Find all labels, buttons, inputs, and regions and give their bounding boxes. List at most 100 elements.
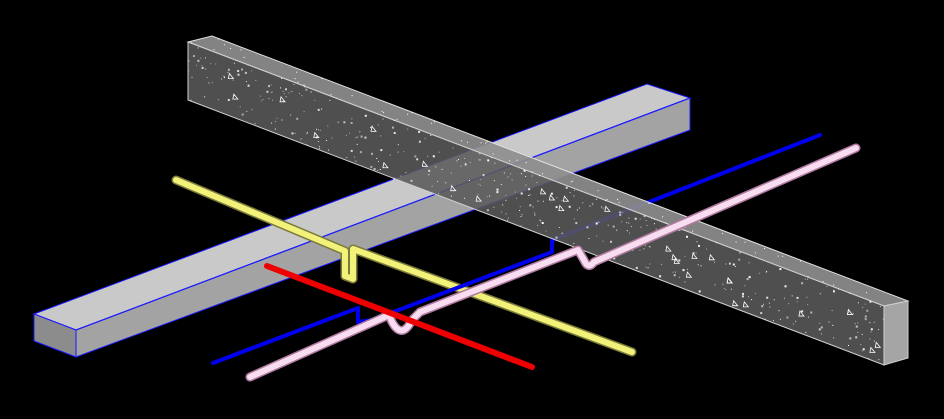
speckle	[561, 200, 563, 202]
speckle	[591, 202, 593, 204]
speckle	[201, 65, 203, 67]
speckle	[321, 78, 323, 79]
speckle	[630, 226, 632, 228]
speckle	[201, 66, 204, 69]
speckle	[285, 96, 287, 98]
speckle	[381, 110, 383, 112]
speckle	[416, 158, 419, 161]
speckle	[282, 90, 284, 92]
speckle-triangle	[421, 160, 429, 167]
speckle	[239, 106, 241, 108]
speckle	[826, 285, 828, 287]
pink-pipe	[245, 143, 861, 382]
speckle	[493, 206, 495, 208]
speckle	[317, 108, 320, 111]
speckle	[396, 118, 398, 120]
speckle	[502, 204, 504, 206]
speckle	[833, 284, 835, 286]
speckle	[595, 198, 597, 200]
speckle	[377, 169, 379, 171]
speckle	[659, 276, 661, 278]
speckle	[432, 155, 435, 158]
speckle	[714, 261, 716, 263]
speckle	[616, 229, 618, 231]
speckle-triangle	[313, 131, 320, 139]
speckle	[304, 86, 306, 88]
speckle	[610, 240, 612, 243]
speckle	[561, 232, 563, 234]
speckle	[461, 140, 463, 142]
speckle	[197, 47, 199, 49]
speckle	[373, 168, 376, 171]
speckle	[283, 93, 285, 95]
speckle	[496, 191, 499, 194]
speckle	[521, 214, 523, 216]
speckle	[838, 288, 840, 290]
speckle	[778, 310, 780, 312]
speckle	[345, 134, 347, 136]
speckle	[437, 181, 439, 182]
speckle-triangle	[726, 277, 733, 284]
speckle	[751, 299, 753, 301]
speckle	[393, 119, 395, 121]
speckle	[777, 255, 779, 257]
speckle	[586, 226, 589, 229]
speckle	[221, 78, 223, 80]
speckle	[573, 218, 575, 220]
speckle	[232, 79, 234, 81]
speckle	[428, 169, 431, 172]
speckle	[407, 128, 409, 130]
speckle	[537, 200, 539, 202]
speckle	[356, 136, 358, 138]
speckle	[505, 194, 507, 196]
speckle	[800, 260, 802, 262]
speckle	[788, 303, 790, 305]
speckle	[397, 151, 399, 153]
speckle	[211, 82, 213, 84]
speckle	[744, 285, 746, 287]
red-pipe	[264, 263, 535, 370]
speckle	[346, 157, 348, 158]
speckle	[878, 329, 880, 330]
speckle	[687, 268, 688, 270]
speckle	[698, 290, 701, 293]
speckle	[849, 292, 851, 294]
speckle	[588, 238, 590, 239]
speckle	[779, 268, 782, 271]
speckle	[215, 63, 217, 65]
speckle	[445, 182, 447, 184]
speckle	[196, 64, 198, 66]
speckle	[435, 166, 437, 168]
speckle	[741, 295, 744, 298]
speckle	[561, 233, 563, 235]
speckle	[296, 117, 299, 120]
speckle	[350, 122, 353, 124]
speckle	[291, 90, 293, 92]
speckle	[644, 245, 646, 247]
speckle	[500, 183, 502, 185]
speckle	[397, 144, 399, 146]
speckle	[224, 77, 225, 79]
speckle	[576, 209, 578, 211]
speckle	[807, 304, 809, 306]
speckle	[744, 241, 746, 243]
speckle	[568, 205, 571, 208]
speckle	[622, 211, 624, 213]
speckle	[355, 137, 357, 139]
speckle	[328, 149, 329, 151]
speckle	[665, 222, 667, 224]
speckle	[662, 216, 664, 218]
speckle	[672, 271, 674, 273]
speckle	[619, 213, 622, 216]
speckle	[740, 252, 742, 254]
speckle	[592, 204, 594, 205]
speckle	[428, 174, 430, 176]
speckle	[640, 226, 642, 228]
speckle	[434, 121, 436, 123]
concrete-beam-end	[883, 300, 909, 366]
speckle	[392, 177, 395, 180]
speckle	[597, 190, 599, 192]
speckle	[464, 197, 465, 199]
speckle	[570, 181, 572, 183]
speckle	[801, 310, 804, 313]
